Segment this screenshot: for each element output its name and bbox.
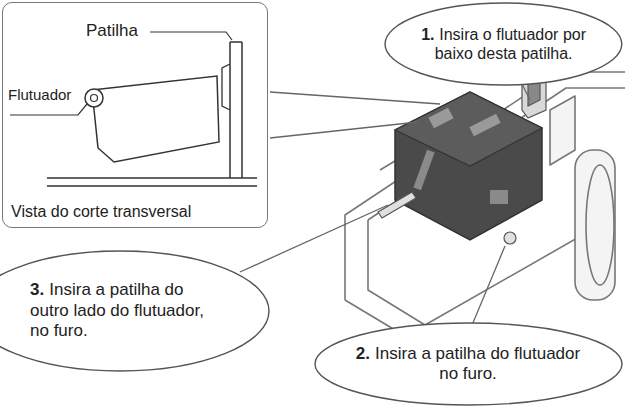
instruction-text: Insira o flutuador por baixo desta patil… xyxy=(435,26,586,62)
callout-ellipse xyxy=(384,2,623,86)
float xyxy=(395,92,542,240)
leader-line xyxy=(240,80,530,330)
callout-text: 3.Insira a patilha do outro lado do flut… xyxy=(30,280,210,341)
callout-number: 2. xyxy=(356,344,370,363)
callout-number: 1. xyxy=(421,26,434,43)
instruction-text: Insira a patilha do flutuador no furo. xyxy=(375,344,580,383)
tray-rim xyxy=(345,72,625,300)
callout-bubble: 3.Insira a patilha do outro lado do flut… xyxy=(0,250,270,372)
callout-bubble: 2. Insira a patilha do flutuador no furo. xyxy=(314,322,623,406)
instruction-text: Insira a patilha do outro lado do flutua… xyxy=(30,280,204,340)
callout-text: 2. Insira a patilha do flutuador no furo. xyxy=(353,344,583,385)
tray-wall xyxy=(550,96,575,165)
tray-cylinder xyxy=(586,165,614,285)
cross-section xyxy=(10,32,257,186)
caption-text: Vista do corte transversal xyxy=(11,202,191,221)
callout-number: 3. xyxy=(30,280,44,299)
part-label: Patilha xyxy=(86,21,138,41)
part-label: Flutuador xyxy=(8,86,71,103)
callout-bubble: 1.Insira o flutuador por baixo desta pat… xyxy=(384,2,623,86)
callout-text: 1.Insira o flutuador por baixo desta pat… xyxy=(416,25,592,63)
tray-floor xyxy=(368,220,600,325)
tray-compartment xyxy=(575,150,615,300)
